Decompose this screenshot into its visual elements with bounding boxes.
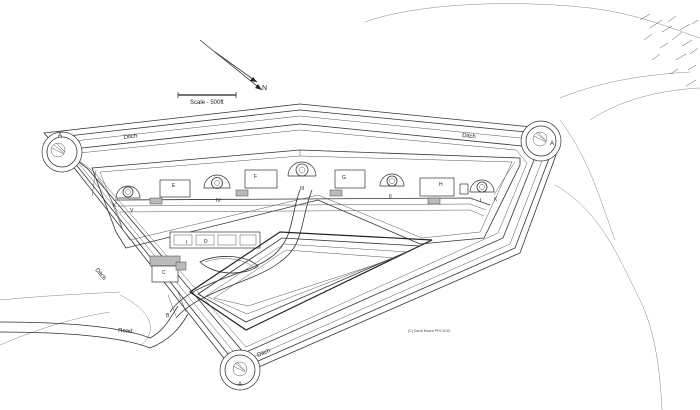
label-c: C	[162, 270, 166, 276]
label-d: D	[204, 239, 208, 245]
scale-bar: Scale - 500ft	[177, 92, 237, 106]
label-ditch-w: Ditch	[93, 267, 106, 281]
label-e: E	[172, 183, 176, 189]
battery-ii: II	[379, 173, 405, 200]
casemate-line	[114, 197, 491, 217]
label-f: F	[254, 174, 257, 180]
label-battery-v: V	[130, 208, 134, 214]
outer-ditch	[43, 103, 557, 377]
north-arrow: N	[199, 39, 267, 92]
battery-iv: IV	[203, 174, 231, 204]
label-bastion-a-ne: A	[550, 141, 554, 147]
label-battery-iv: IV	[216, 198, 221, 204]
parade-ground	[188, 231, 433, 331]
label-battery-ii: II	[389, 194, 392, 200]
label-ditch-s: Ditch	[257, 348, 272, 359]
barracks-block	[149, 231, 261, 283]
label-bastion-a-s: A	[238, 382, 242, 388]
label-ditch-nw: Ditch	[124, 133, 138, 141]
entrance-road	[0, 291, 189, 349]
bastion-ne: A	[520, 120, 562, 162]
label-ditch-ne: Ditch	[462, 133, 476, 140]
scale-label: Scale - 500ft	[190, 100, 224, 106]
label-road: Road	[118, 328, 133, 335]
bastion-nw: A	[41, 131, 83, 173]
battery-i: I	[469, 179, 495, 204]
bastion-s: A	[219, 349, 261, 391]
terrain-contours	[0, 3, 700, 410]
label-b: B	[166, 313, 170, 319]
label-bastion-a-nw: A	[58, 133, 62, 139]
north-buildings	[149, 169, 469, 205]
battery-v: V	[115, 185, 141, 214]
battery-iii: III	[287, 161, 317, 192]
label-g: G	[342, 175, 346, 181]
internal-roads	[97, 161, 516, 319]
label-battery-iii: III	[300, 186, 304, 192]
north-label: N	[262, 85, 267, 92]
label-i: I	[186, 240, 187, 246]
label-k-left: K	[113, 203, 117, 209]
label-h: H	[439, 182, 443, 188]
label-k-right: K	[494, 197, 498, 203]
label-battery-i: I	[480, 198, 481, 204]
hill-hatching	[639, 13, 699, 87]
inner-rampart	[91, 149, 521, 249]
copyright-note: (C) David Moore PFS 2010	[408, 329, 450, 333]
